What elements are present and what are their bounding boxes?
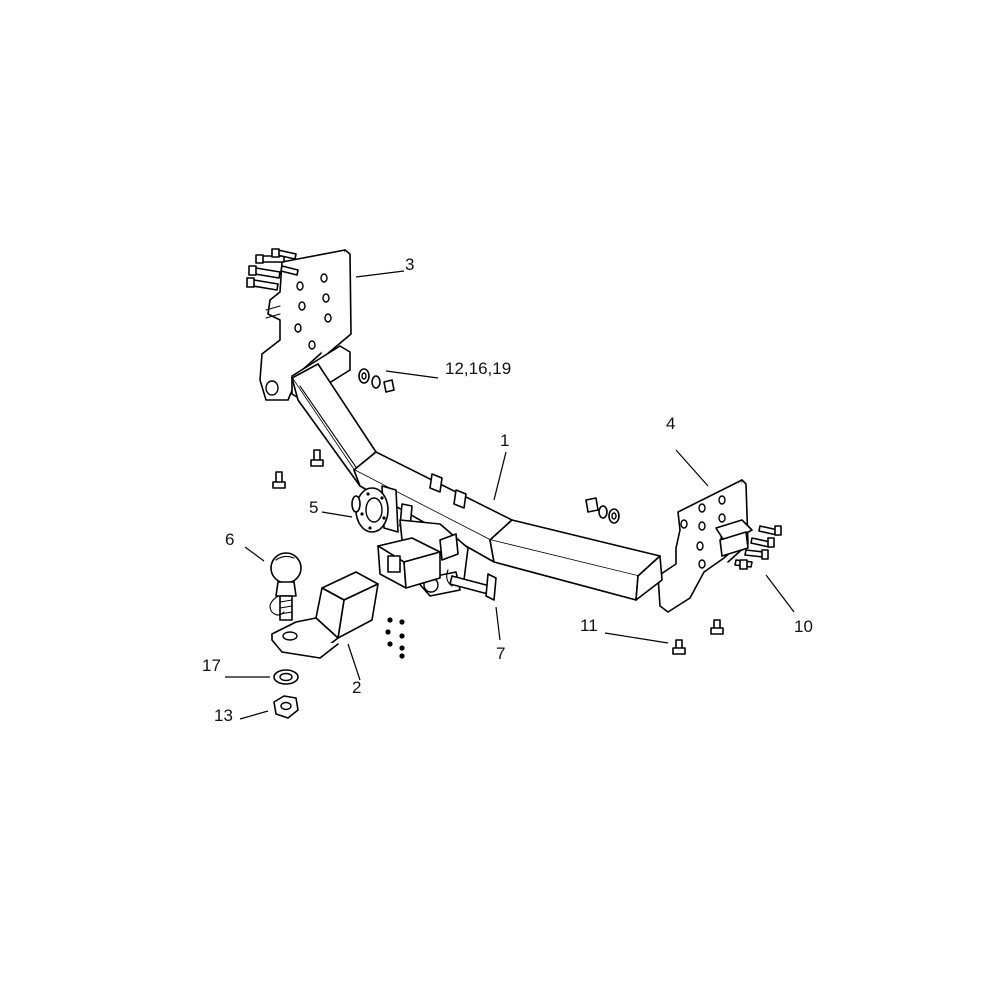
callout-2: 2 bbox=[352, 678, 361, 697]
callout-4: 4 bbox=[666, 414, 675, 433]
callout-17: 17 bbox=[202, 656, 221, 675]
main-beam bbox=[291, 363, 663, 601]
ball-nut bbox=[273, 695, 299, 719]
leader-lines bbox=[225, 270, 795, 720]
right-bolts bbox=[734, 525, 782, 570]
tow-ball bbox=[269, 552, 302, 621]
ball-washer bbox=[273, 669, 299, 685]
ball-mount-bracket bbox=[271, 571, 379, 659]
socket-plate bbox=[351, 487, 389, 533]
hitch-pin bbox=[446, 569, 497, 601]
right-side-bracket bbox=[657, 479, 753, 613]
callout-12-16-19: 12,16,19 bbox=[445, 359, 511, 378]
callout-5: 5 bbox=[309, 498, 318, 517]
left-bolts bbox=[246, 248, 299, 291]
small-parts-dots bbox=[385, 617, 405, 659]
callout-10: 10 bbox=[794, 617, 813, 636]
callout-3: 3 bbox=[405, 255, 414, 274]
callout-13: 13 bbox=[214, 706, 233, 725]
callout-11: 11 bbox=[580, 616, 598, 635]
washer-nut-set bbox=[358, 368, 395, 393]
callout-7: 7 bbox=[496, 644, 505, 663]
loose-bolts bbox=[272, 449, 724, 655]
right-washer-nut-set bbox=[585, 497, 620, 524]
callout-1: 1 bbox=[500, 431, 509, 450]
callout-6: 6 bbox=[225, 530, 234, 549]
callout-labels: 1 2 3 4 5 6 7 10 11 12,16,19 13 17 bbox=[202, 255, 813, 725]
